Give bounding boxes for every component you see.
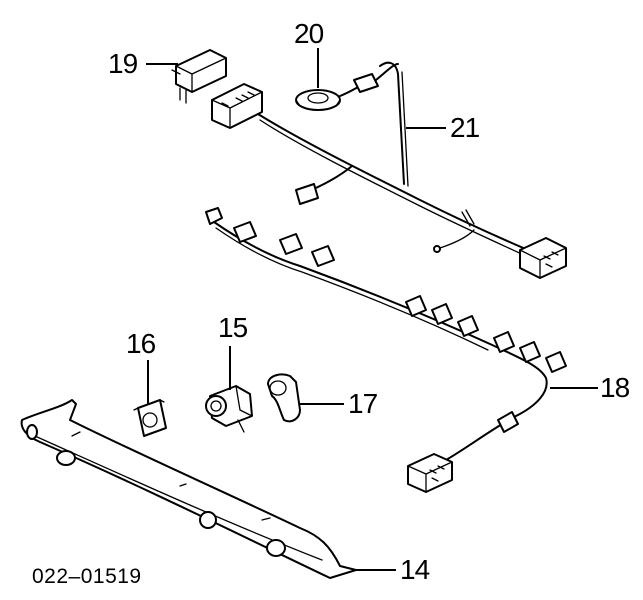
part-19-control-module xyxy=(171,49,227,104)
part-18-sensor-harness xyxy=(205,207,567,493)
document-id: 022–01519 xyxy=(32,565,142,588)
callout-19: 19 xyxy=(108,48,138,79)
callout-17: 17 xyxy=(348,388,378,419)
callout-18: 18 xyxy=(600,372,630,403)
callout-20: 20 xyxy=(294,18,324,49)
callout-21: 21 xyxy=(450,112,480,143)
part-15-ultrasonic-sensor xyxy=(205,385,253,433)
part-21-wiring-harness xyxy=(211,61,567,279)
part-14-bumper-trim xyxy=(20,399,357,579)
part-20-buzzer xyxy=(295,63,399,111)
part-17-sensor-cap xyxy=(267,373,301,423)
callout-15: 15 xyxy=(218,312,248,343)
callout-16: 16 xyxy=(126,328,156,359)
callout-14: 14 xyxy=(400,554,430,585)
part-16-sensor-bracket xyxy=(133,399,167,437)
